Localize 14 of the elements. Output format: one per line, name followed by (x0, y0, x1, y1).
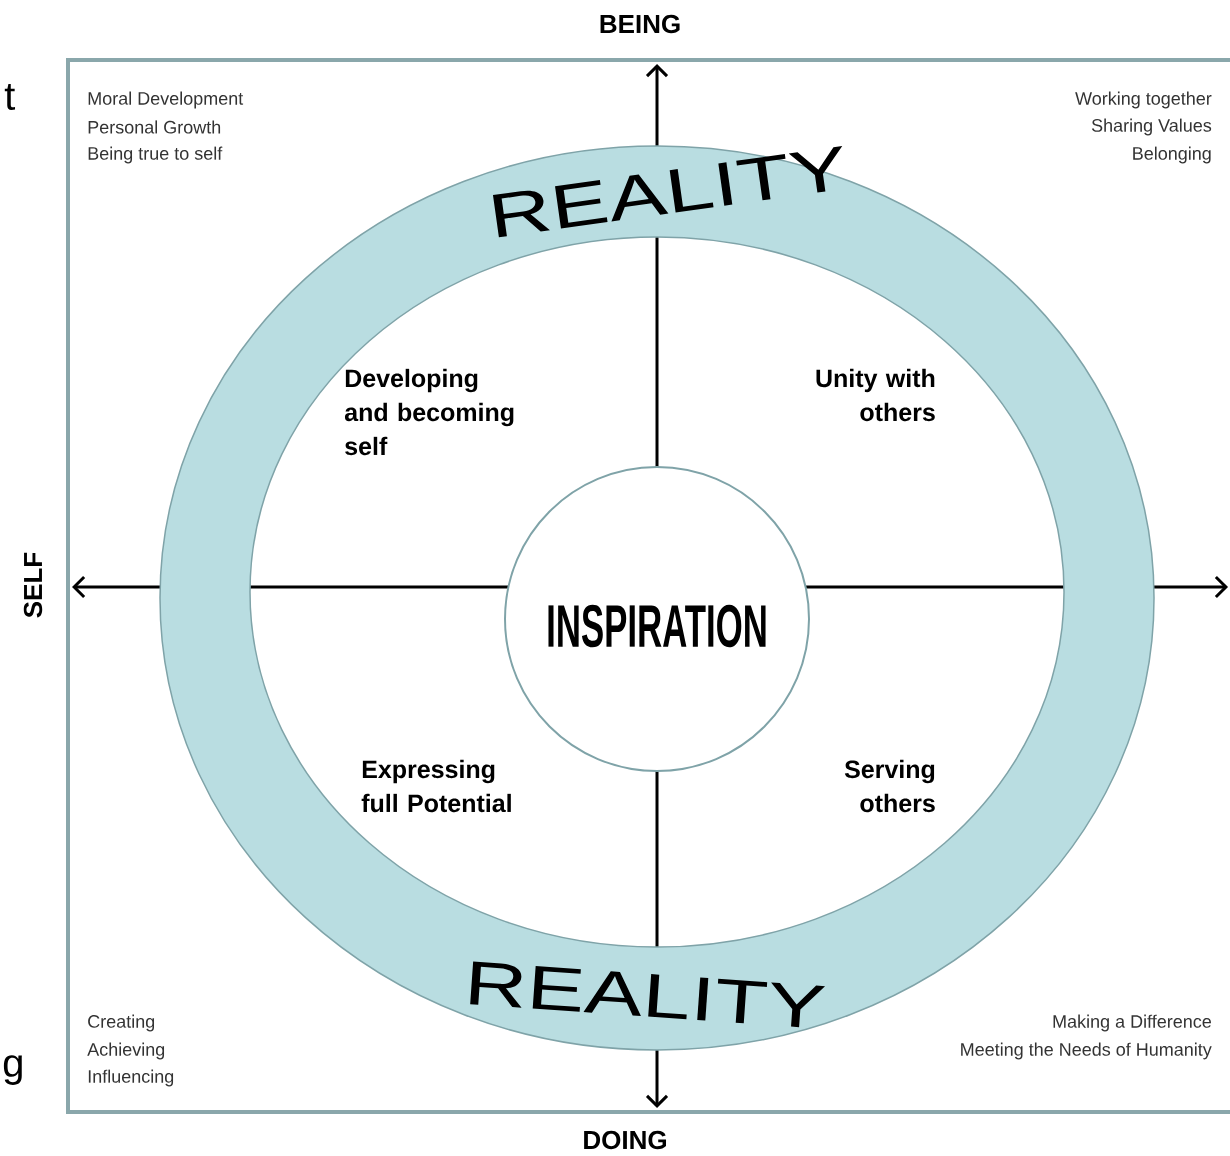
corner-note: Personal Growth (88, 120, 221, 134)
corner-note: Working together (1075, 91, 1212, 109)
quadrant-label: Serving others (844, 759, 935, 813)
text-fragment: g (3, 1055, 22, 1085)
quadrant-label: Developing and becoming self (344, 368, 514, 456)
corner-note: Moral Development (88, 91, 244, 109)
corner-note: Creating (88, 1014, 155, 1032)
axis-label: DOING (584, 1130, 666, 1150)
text-fragment: t (4, 83, 15, 111)
quadrant-label: Unity with others (816, 368, 935, 422)
corner-note: Sharing Values (1091, 118, 1212, 136)
axis-label: BEING (600, 14, 680, 34)
corner-note: Influencing (88, 1069, 174, 1087)
axis-label: SELF (23, 552, 43, 618)
